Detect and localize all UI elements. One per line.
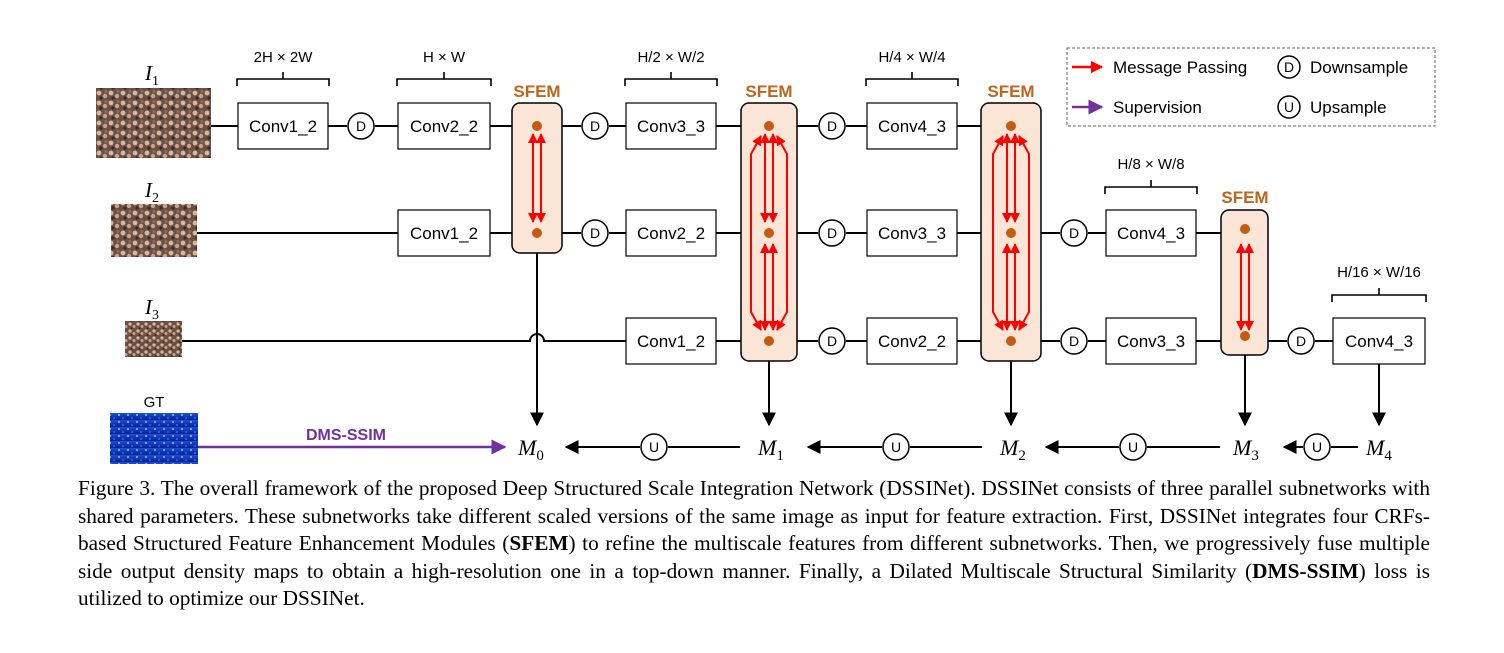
svg-text:D: D: [356, 118, 366, 134]
input-label-3: I3: [144, 295, 159, 323]
dim-label: H/16 × W/16: [1337, 264, 1421, 281]
sfem-module-4: [1220, 209, 1269, 356]
upsample-nodes: U U U U: [640, 433, 1331, 461]
sfem-label: SFEM: [745, 82, 792, 101]
svg-text:D: D: [827, 225, 837, 241]
dimension-brackets: [236, 72, 1427, 302]
sfem-label: SFEM: [513, 82, 560, 101]
upsample-icon: U: [1119, 433, 1147, 461]
output-label-m2: M2: [999, 435, 1026, 464]
dim-label: 2H × 2W: [254, 49, 314, 66]
output-label-m0: M0: [517, 435, 544, 464]
gt-density-map: [110, 413, 198, 464]
framework-diagram: I1 I2 I3 GT: [96, 47, 1436, 464]
dim-label: H × W: [423, 49, 466, 66]
conv-box-label: Conv1_2: [637, 332, 705, 351]
gt-label: GT: [144, 394, 165, 411]
svg-text:D: D: [1069, 225, 1079, 241]
caption-text: ) to refine the multiscale features from…: [78, 531, 1430, 583]
conv-boxes: [237, 102, 1426, 365]
legend-supervision: Supervision: [1113, 98, 1202, 117]
downsample-icon: D: [818, 327, 846, 355]
sfem-label: SFEM: [987, 82, 1034, 101]
conv-box-label: Conv2_2: [878, 332, 946, 351]
figure-caption: Figure 3. The overall framework of the p…: [78, 475, 1430, 613]
output-label-m4: M4: [1365, 435, 1392, 464]
dim-label: H/8 × W/8: [1117, 156, 1184, 173]
sfem-module-2: [740, 102, 798, 362]
svg-text:D: D: [590, 118, 600, 134]
legend-downsample: Downsample: [1310, 58, 1408, 77]
downsample-icon: D: [1277, 55, 1301, 79]
svg-text:D: D: [1069, 333, 1079, 349]
svg-text:D: D: [590, 225, 600, 241]
downsample-icon: D: [581, 219, 609, 247]
svg-text:U: U: [1312, 439, 1322, 455]
svg-text:U: U: [891, 439, 901, 455]
svg-text:U: U: [1128, 439, 1138, 455]
caption-bold-term: DMS-SSIM: [1252, 558, 1359, 583]
sfem-module-3: [980, 102, 1042, 362]
side-output-arrows: [530, 253, 1386, 427]
input-label-1: I1: [144, 61, 159, 89]
output-label-m3: M3: [1232, 435, 1259, 464]
conv-box-label: Conv4_3: [1117, 224, 1185, 243]
input-label-2: I2: [144, 178, 159, 206]
dim-label: H/2 × W/2: [637, 49, 704, 66]
upsample-icon: U: [640, 433, 668, 461]
conv-box-label: Conv3_3: [637, 117, 705, 136]
caption-text: ) loss is utilized to optimize our DSSIN…: [78, 558, 1430, 611]
svg-text:D: D: [1296, 333, 1306, 349]
svg-text:D: D: [827, 333, 837, 349]
loss-label: DMS-SSIM: [306, 427, 386, 444]
input-image-1: [96, 88, 211, 158]
downsample-nodes: D D D D D D D D D: [347, 112, 1315, 355]
sfem-module-1: [511, 102, 563, 254]
svg-text:D: D: [827, 118, 837, 134]
downsample-icon: D: [347, 112, 375, 140]
caption-text: Figure 3. The overall framework of the p…: [78, 476, 1430, 555]
downsample-icon: D: [1060, 327, 1088, 355]
conv-box-label: Conv4_3: [1345, 332, 1413, 351]
conv-box-label: Conv1_2: [410, 224, 478, 243]
conv-box-label: Conv3_3: [878, 224, 946, 243]
conv-box-label: Conv2_2: [410, 117, 478, 136]
downsample-icon: D: [1060, 219, 1088, 247]
svg-text:D: D: [1284, 59, 1294, 75]
conv-box-label: Conv1_2: [249, 117, 317, 136]
caption-bold-term: SFEM: [509, 531, 569, 555]
legend: Message Passing Supervision D Downsample…: [1066, 47, 1436, 127]
legend-upsample: Upsample: [1310, 98, 1387, 117]
svg-text:U: U: [649, 439, 659, 455]
downsample-icon: D: [818, 219, 846, 247]
input-image-2: [111, 204, 197, 257]
upsample-icon: U: [1303, 433, 1331, 461]
upsample-icon: U: [1277, 95, 1301, 119]
sfem-label: SFEM: [1221, 188, 1268, 207]
conv-box-label: Conv4_3: [878, 117, 946, 136]
upsample-icon: U: [882, 433, 910, 461]
dim-label: H/4 × W/4: [878, 49, 945, 66]
legend-message-passing: Message Passing: [1113, 58, 1247, 77]
downsample-icon: D: [581, 112, 609, 140]
input-image-3: [125, 321, 182, 357]
conv-box-label: Conv3_3: [1117, 332, 1185, 351]
downsample-icon: D: [818, 112, 846, 140]
downsample-icon: D: [1287, 327, 1315, 355]
conv-box-label: Conv2_2: [637, 224, 705, 243]
svg-text:U: U: [1284, 99, 1294, 115]
output-label-m1: M1: [757, 435, 784, 464]
